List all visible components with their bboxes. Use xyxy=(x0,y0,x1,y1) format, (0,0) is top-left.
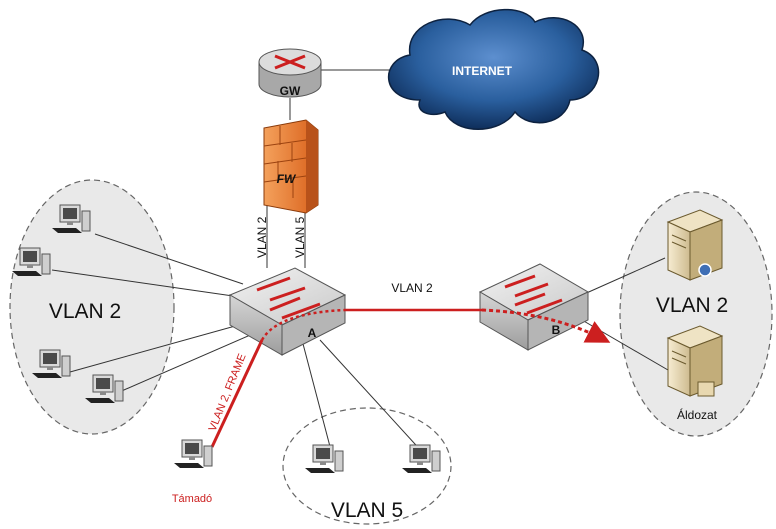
victim-label: Áldozat xyxy=(677,407,718,422)
internet-label: INTERNET xyxy=(452,64,513,78)
firewall: FW xyxy=(263,119,319,214)
victim-server-icon xyxy=(666,325,724,397)
attack-frame-label: VLAN 2, FRAME xyxy=(207,352,249,433)
vlan2-left-zone xyxy=(9,179,175,435)
attacker-label: Támadó xyxy=(172,493,212,505)
server-icon xyxy=(666,209,724,281)
vlan2-left-label: VLAN 2 xyxy=(49,300,121,323)
trunk-vlan5-label: VLAN 5 xyxy=(293,216,307,258)
gw-label: GW xyxy=(280,84,301,98)
trunk-vlan2-label: VLAN 2 xyxy=(255,216,269,258)
switch-a-label: A xyxy=(308,326,317,340)
internet-cloud: INTERNET xyxy=(387,8,600,130)
fw-label: FW xyxy=(277,172,297,186)
vlan5-label: VLAN 5 xyxy=(331,499,403,522)
vlan2-right-label: VLAN 2 xyxy=(656,294,728,317)
switch-b: B xyxy=(478,263,590,351)
connection-lines xyxy=(51,69,669,459)
vlan2-right-zone xyxy=(619,191,773,437)
switch-b-label: B xyxy=(552,323,561,337)
switch-a: A xyxy=(228,267,347,356)
attacker-pc-icon xyxy=(173,439,213,469)
gateway-router: GW xyxy=(258,48,322,98)
link-vlan2-label: VLAN 2 xyxy=(391,281,433,295)
